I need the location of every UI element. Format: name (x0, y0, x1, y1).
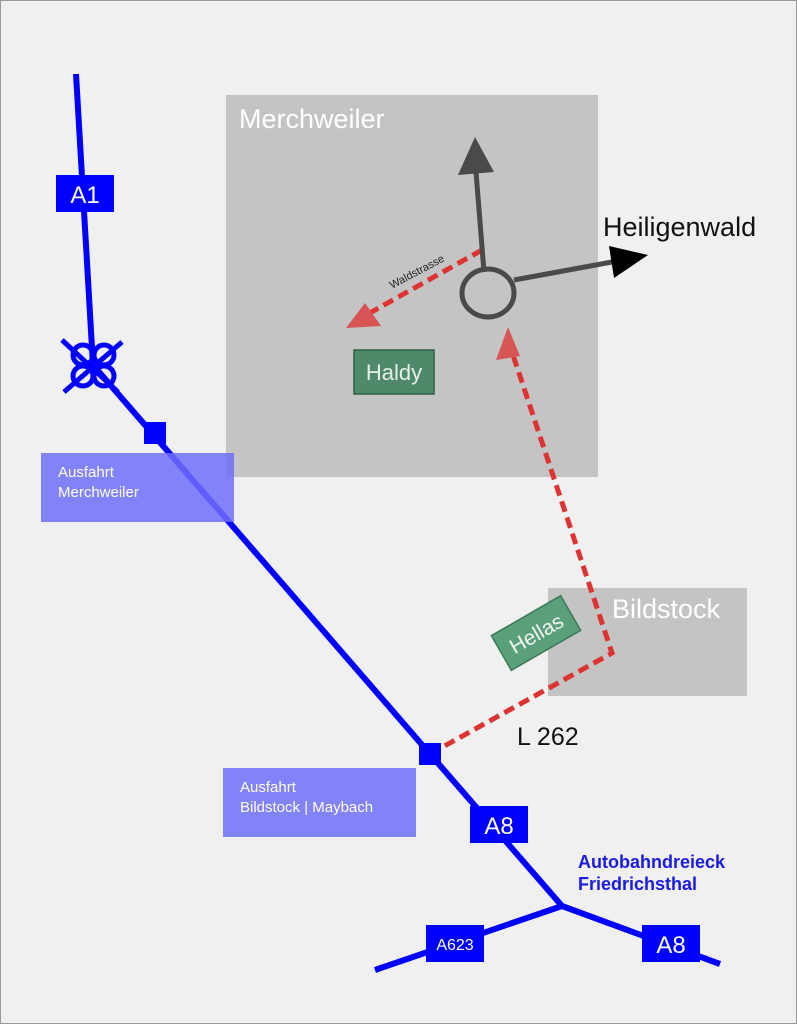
roundabout (459, 266, 517, 320)
route-arrowhead-north (496, 327, 520, 360)
hellas-box (490, 594, 582, 672)
a8-shield-east (642, 925, 700, 962)
heiligenwald-arrowhead (609, 246, 648, 278)
merchweiler-area-label: Merchweiler (239, 104, 385, 134)
road-heiligenwald (513, 259, 613, 283)
haldy-label: Haldy (366, 360, 422, 385)
merchweiler-area (226, 95, 598, 477)
a8-shield-north (470, 806, 528, 843)
exit-bildstock-marker (419, 743, 441, 765)
junction-label: Autobahndreieck Friedrichsthal (578, 851, 725, 895)
interchange-icon (60, 338, 124, 394)
bildstock-area-label: Bildstock (612, 594, 721, 624)
exit-merchweiler-line2: Merchweiler (58, 484, 139, 501)
l262-label: L 262 (517, 723, 579, 751)
exit-merchweiler-marker (144, 422, 166, 444)
a1-label: A1 (70, 182, 99, 209)
a1-shield (56, 175, 114, 212)
junction-label-line2: Friedrichsthal (578, 874, 698, 894)
junction-label-line1: Autobahndreieck (578, 852, 726, 872)
bildstock-area (548, 588, 747, 696)
north-arrowhead (458, 137, 494, 175)
heiligenwald-label: Heiligenwald (603, 212, 756, 242)
exit-merchweiler-line1: Ausfahrt (58, 464, 114, 481)
a623-shield (426, 925, 484, 962)
a8-label-east: A8 (656, 932, 685, 959)
a8-label-north: A8 (484, 813, 513, 840)
route-arrowhead-west (346, 303, 381, 328)
a623-label: A623 (436, 937, 473, 954)
road-north (473, 171, 487, 273)
haldy-box (353, 349, 435, 395)
exit-bildstock-box: Ausfahrt Bildstock | Maybach (223, 768, 416, 837)
exit-bildstock-line1: Ausfahrt (240, 779, 296, 796)
exit-bildstock-line2: Bildstock | Maybach (240, 799, 374, 816)
route-waldstrasse (366, 247, 484, 317)
route-l262 (428, 351, 616, 757)
exit-merchweiler-box: Ausfahrt Merchweiler (41, 453, 234, 522)
